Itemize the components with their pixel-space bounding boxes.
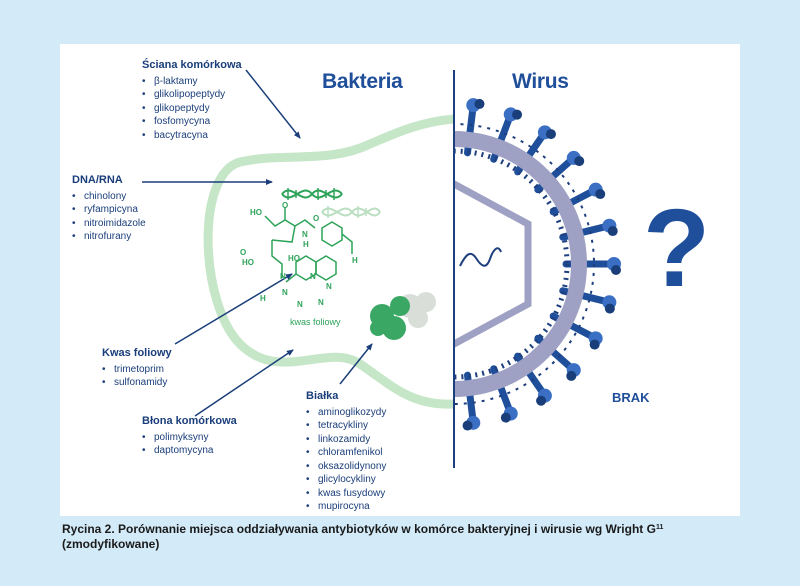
- list-item: mupirocyna: [306, 500, 386, 514]
- chem-label: kwas foliowy: [290, 317, 341, 327]
- caption-sup: 11: [655, 524, 664, 531]
- group-items: trimetoprimsulfonamidy: [102, 363, 172, 390]
- virus-spike-tip: [595, 189, 606, 200]
- atom-o-2: O: [313, 214, 320, 223]
- atom-n-3: N: [326, 282, 332, 291]
- virus-spike-tip: [607, 226, 618, 237]
- list-item: tetracykliny: [306, 419, 386, 433]
- group-items: polimyksynydaptomycyna: [142, 431, 237, 458]
- group-dna-rna: DNA/RNA chinolonyryfampicynanitroimidazo…: [72, 174, 146, 244]
- virus-spike-tip: [545, 129, 556, 140]
- list-item: kwas fusydowy: [306, 487, 386, 501]
- protein-blobs-icon: [370, 292, 436, 340]
- virus-inner-dots: [454, 148, 570, 380]
- group-title: Kwas foliowy: [102, 347, 172, 359]
- virus-spike-tip: [604, 303, 615, 314]
- title-bacteria: Bakteria: [322, 70, 403, 93]
- folic-acid-structure: [264, 208, 353, 283]
- atom-n-6: N: [318, 298, 324, 307]
- virus-spike-tip: [574, 156, 585, 167]
- virus-outer-dots: [454, 123, 595, 405]
- caption-text: Rycina 2. Porównanie miejsca oddziaływan…: [62, 522, 656, 536]
- group-items: aminoglikozydytetracyklinylinkozamidychl…: [306, 406, 386, 514]
- virus-spike-tip: [566, 370, 577, 381]
- list-item: nitrofurany: [72, 230, 146, 244]
- virus-spike-tip: [474, 98, 485, 109]
- figure-caption: Rycina 2. Porównanie miejsca oddziaływan…: [62, 522, 722, 552]
- virus-hexagon: [454, 180, 532, 348]
- atom-h-1: H: [303, 240, 309, 249]
- brak-label: BRAK: [612, 390, 650, 405]
- atom-n-4: N: [282, 288, 288, 297]
- list-item: oksazolidynony: [306, 460, 386, 474]
- list-item: linkozamidy: [306, 433, 386, 447]
- diagram-canvas: [142, 69, 621, 468]
- atom-h2n: H: [260, 294, 266, 303]
- group-items: chinolonyryfampicynanitroimidazolenitrof…: [72, 190, 146, 244]
- list-item: glicylocykliny: [306, 473, 386, 487]
- atom-h-2: H: [352, 256, 358, 265]
- virus-genome-squiggle: [459, 247, 502, 267]
- virus-spike-tip: [536, 395, 547, 406]
- group-membrane: Błona komórkowa polimyksynydaptomycyna: [142, 415, 237, 458]
- list-item: glikolipopeptydy: [142, 88, 242, 102]
- list-item: ryfampicyna: [72, 203, 146, 217]
- group-title: Białka: [306, 390, 339, 402]
- arrow-cell-wall: [245, 69, 301, 139]
- atom-ho-2: HO: [242, 258, 254, 267]
- group-cell-wall: Ściana komórkowa β-laktamyglikolipopepty…: [142, 59, 242, 143]
- atom-nh: N: [302, 230, 308, 239]
- list-item: trimetoprim: [102, 363, 172, 377]
- virus-particle: [454, 98, 621, 431]
- atom-ho-3: HO: [288, 254, 300, 263]
- group-title: Błona komórkowa: [142, 415, 237, 427]
- virus-spike-tip: [500, 412, 511, 423]
- list-item: nitroimidazole: [72, 217, 146, 231]
- list-item: β-laktamy: [142, 75, 242, 89]
- atom-o-1: O: [282, 201, 289, 210]
- list-item: sulfonamidy: [102, 376, 172, 390]
- group-title: DNA/RNA: [72, 174, 123, 186]
- virus-capsid-ring: [454, 131, 587, 397]
- atom-n-2: N: [310, 272, 316, 281]
- title-virus: Wirus: [512, 70, 569, 93]
- atom-ho-1: HO: [250, 208, 262, 217]
- arrow-folic-acid: [174, 273, 293, 345]
- group-proteins: Białka aminoglikozydytetracyklinylinkoza…: [306, 390, 386, 514]
- rna-helix-icon: [321, 206, 381, 218]
- list-item: chloramfenikol: [306, 446, 386, 460]
- dna-helix-icon: [281, 188, 343, 200]
- list-item: bacytracyna: [142, 129, 242, 143]
- atom-n-5: N: [297, 300, 303, 309]
- virus-spike-tip: [512, 109, 523, 120]
- arrow-proteins: [339, 343, 373, 385]
- atom-o-3: O: [240, 248, 247, 257]
- group-items: β-laktamyglikolipopeptydyglikopeptydyfos…: [142, 75, 242, 143]
- question-mark: ?: [643, 187, 711, 310]
- group-title: Ściana komórkowa: [142, 59, 242, 71]
- list-item: fosfomycyna: [142, 115, 242, 129]
- arrow-membrane: [194, 349, 294, 417]
- group-folic-acid: Kwas foliowy trimetoprimsulfonamidy: [102, 347, 172, 390]
- figure-panel: Bakteria Wirus ? BRAK HO O O N H O HO H …: [60, 44, 740, 516]
- list-item: daptomycyna: [142, 444, 237, 458]
- list-item: glikopeptydy: [142, 102, 242, 116]
- list-item: chinolony: [72, 190, 146, 204]
- bacteria-cell-outline: [203, 114, 454, 409]
- atom-n-1: N: [280, 272, 286, 281]
- caption-tail: (zmodyfikowane): [62, 537, 160, 551]
- virus-spike-tip: [611, 265, 621, 275]
- list-item: aminoglikozydy: [306, 406, 386, 420]
- list-item: polimyksyny: [142, 431, 237, 445]
- virus-spike-tip: [462, 420, 473, 431]
- virus-spike-tip: [589, 339, 600, 350]
